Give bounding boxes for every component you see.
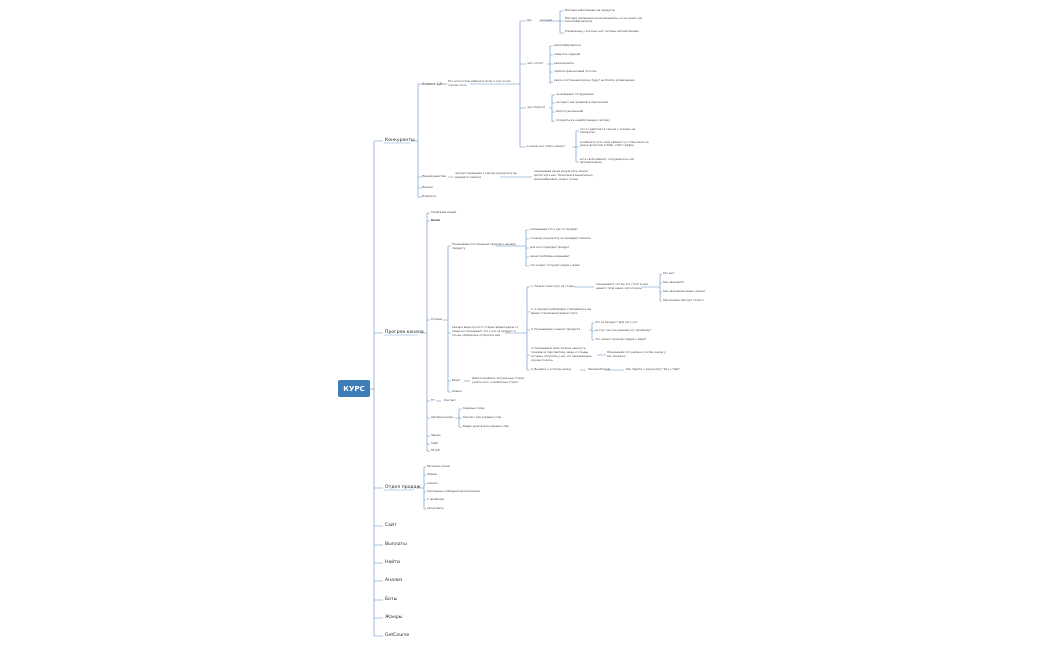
node-chego-hotyat[interactable]: чего хотят? (527, 61, 544, 65)
kto-item-2[interactable]: Мастера желающие монетизировать, но не з… (565, 16, 643, 24)
hotyat-item-5[interactable]: иметь постоянный доход, будут не болеть … (554, 78, 635, 82)
step5-a[interactable]: Запиши/Получи (588, 367, 611, 371)
node-v-kakom-etape[interactable]: в каком они этапе сейчас? (527, 144, 565, 148)
node-kto-oni[interactable]: кто они? (540, 18, 553, 22)
avtor-item-2[interactable]: Контент для кодовых слов (463, 415, 502, 419)
vizit-note-1: Шапка профиля, актуальные сторис, (472, 376, 525, 380)
storis-note2-3: это вы собирались отпросить мак (452, 333, 501, 337)
boyatsya-item-4[interactable]: потеряться в неработающую систему (556, 118, 610, 122)
storis-item-4[interactable]: какие проблемы накрывает (530, 254, 570, 258)
etap-item-2[interactable]: в кабинету есть свой кабинет но чтобы бы… (580, 140, 649, 148)
preim-result-1: показываем какие результаты можно (534, 169, 589, 173)
kto-item-1[interactable]: Мастера работающие на продукты (565, 8, 615, 12)
preim-note-2: доведете клиента (455, 175, 482, 179)
step-5[interactable]: 5. Вызвать к острому заказу (531, 367, 572, 371)
hotyat-item-2[interactable]: повысить средний (554, 52, 581, 56)
boyatsya-item-3[interactable]: боятся увольнений (556, 109, 584, 113)
step1-item-2[interactable]: Как начинали? (663, 280, 685, 284)
node-reels[interactable]: Reels (431, 218, 441, 222)
boyatsya-item-2[interactable]: не знают как управлять персоналом (556, 100, 609, 104)
etap-item-1[interactable]: кто-то работает в салоне у хозяина на пр… (580, 127, 636, 135)
step-4-line-1[interactable]: 4. Показываем свою личную ценность, (531, 346, 587, 350)
step-2-line-2[interactable]: время становления вашего пути (531, 311, 578, 315)
node-youtube[interactable]: Ютуб (431, 448, 440, 452)
step-4-line-4[interactable]: хорошо помочь (531, 358, 553, 362)
node-podpisi[interactable]: Подписи (422, 194, 436, 198)
vizit-note-2: узнать кого, компактные сторис (472, 380, 519, 384)
hotyat-item-4[interactable]: пробить финансовый потолок (554, 69, 597, 73)
step-1[interactable]: 1. Начали свою путь на сторис (531, 284, 575, 288)
storis-note-2: продукту (452, 246, 466, 250)
step5-b[interactable]: Как прийти к результату "Кое у тебя" (626, 367, 681, 371)
storis-item-3[interactable]: для кого подходит продукт (530, 245, 570, 249)
node-chego-boyatsya[interactable]: чего боятся? (527, 105, 546, 109)
step-2-line-1[interactable]: 2. С какими проблемами сталкивались вы (531, 307, 591, 311)
step4-note-2: вас продажи (607, 354, 626, 358)
node-progrev-nishi[interactable]: Нишки (452, 389, 462, 393)
avtor-item-1[interactable]: Кодовые слова (463, 406, 485, 410)
step-4-line-2[interactable]: показав за перспективу, виды и отзывы (531, 350, 589, 354)
preim-result-2: достигнуть как. Помогаем в вещательно, (534, 173, 594, 177)
step3-item-3[interactable]: Что клиент получает рядом с вами? (595, 337, 647, 341)
node-tg[interactable]: ТГ (431, 398, 435, 402)
kto-item-3[interactable]: Управленцы у которых нет системы автомат… (565, 29, 640, 33)
step-3[interactable]: 3. Показываем и нашего продукта (531, 327, 581, 331)
avtor-item-3[interactable]: Видео уроков для кодовых слов (463, 424, 509, 428)
node-progrev[interactable]: Прогрев канала (385, 330, 424, 335)
storis-item-2[interactable]: к какому результату он приведет клиента (530, 236, 591, 240)
node-telegram[interactable]: Телеграм канал (431, 210, 457, 214)
node-analiz[interactable]: Анализ (385, 578, 403, 583)
preim-note-1: четкую понимание к какому результату вы (455, 171, 517, 175)
node-storis[interactable]: Сторис (431, 317, 443, 321)
boyatsya-item-1[interactable]: не доверяют сотрудникам (556, 92, 594, 96)
step1-item-1[interactable]: Кто вы? (663, 271, 675, 275)
step1-item-3[interactable]: Как начинались ваши жизни? (663, 289, 706, 293)
otdel-item-5[interactable]: С профилем (427, 497, 445, 501)
node-naiti[interactable]: Найти (385, 560, 400, 565)
node-zhanry[interactable]: Жанры (385, 615, 403, 620)
storis-item-5[interactable]: что клиент получает рядом с вами (530, 263, 580, 267)
node-konkurenty[interactable]: Конкуренты (385, 138, 415, 143)
root-node[interactable]: КУРС (338, 380, 370, 397)
otdel-item-6[interactable]: Автоответы (427, 506, 444, 510)
analiz-note-2: считаю этого (448, 83, 467, 87)
storis-item-1[interactable]: показываем кто у нас то продает (530, 227, 578, 231)
node-boty[interactable]: Боты (385, 597, 398, 602)
node-vyplaty[interactable]: Выплаты (385, 542, 407, 547)
node-avtorassylki[interactable]: Авторассылки (431, 415, 454, 419)
storis-note2-2: новых не показывает что у нас за продукт… (452, 329, 516, 333)
storis-note2-1: каждое вида почти от старых видеоподаче … (452, 325, 519, 329)
step-4-line-3[interactable]: которые получили у нас что завлекающие (531, 354, 592, 358)
otdel-item-2[interactable]: Обзвон (427, 472, 438, 476)
node-preimushchestva[interactable]: Преимущества (422, 174, 446, 178)
etap-item-3[interactable]: есть свой кабинет, сотрудники но нет авт… (580, 157, 635, 165)
node-sait[interactable]: Сайт (385, 523, 397, 528)
step4-note-1: Показываем что реально состав, какую у (607, 350, 666, 354)
hotyat-item-3[interactable]: делегировать (554, 61, 574, 65)
storis-note-1: Показываем постепенный прогрев к нашему (452, 242, 516, 246)
otdel-item-3[interactable]: Анкеты (427, 481, 438, 485)
hotyat-item-1[interactable]: масштабироваться (554, 43, 582, 47)
node-ca[interactable]: ЦА (527, 18, 532, 22)
step3-item-2[interactable]: за счет чего мы решаем эту проблему? (595, 328, 651, 332)
node-otdel-prodazh[interactable]: Отдел продаж (385, 485, 421, 490)
step3-item-1[interactable]: Что за продукт? Для кого он? (595, 320, 638, 324)
node-zdorovo[interactable]: Здоро (431, 433, 441, 437)
step1-note-1: показываете что бы это стоит в нем (596, 282, 648, 286)
analiz-note-1: Кто если хотим избежать боли и чего хоче… (448, 79, 511, 83)
step1-note-2: нашего типа одних сего помочь (596, 286, 642, 290)
step1-item-4[interactable]: Какой ваши мастер? точно 1 (663, 298, 704, 302)
node-nishi[interactable]: Нишки (422, 185, 433, 189)
tg-kontent[interactable]: Контент (444, 398, 456, 402)
node-analiz-ca[interactable]: Анализ ЦА (422, 82, 442, 86)
preim-result-3: масштабировать своего сотым (534, 177, 578, 181)
node-progrev-sait[interactable]: Сайт (431, 441, 439, 445)
otdel-item-4[interactable]: Системные сообщения для рассылки (427, 489, 480, 493)
node-vizit[interactable]: Визит (452, 378, 461, 382)
otdel-item-1[interactable]: Рассылки писем (427, 464, 450, 468)
node-getcourse[interactable]: GetCourse (385, 633, 410, 638)
